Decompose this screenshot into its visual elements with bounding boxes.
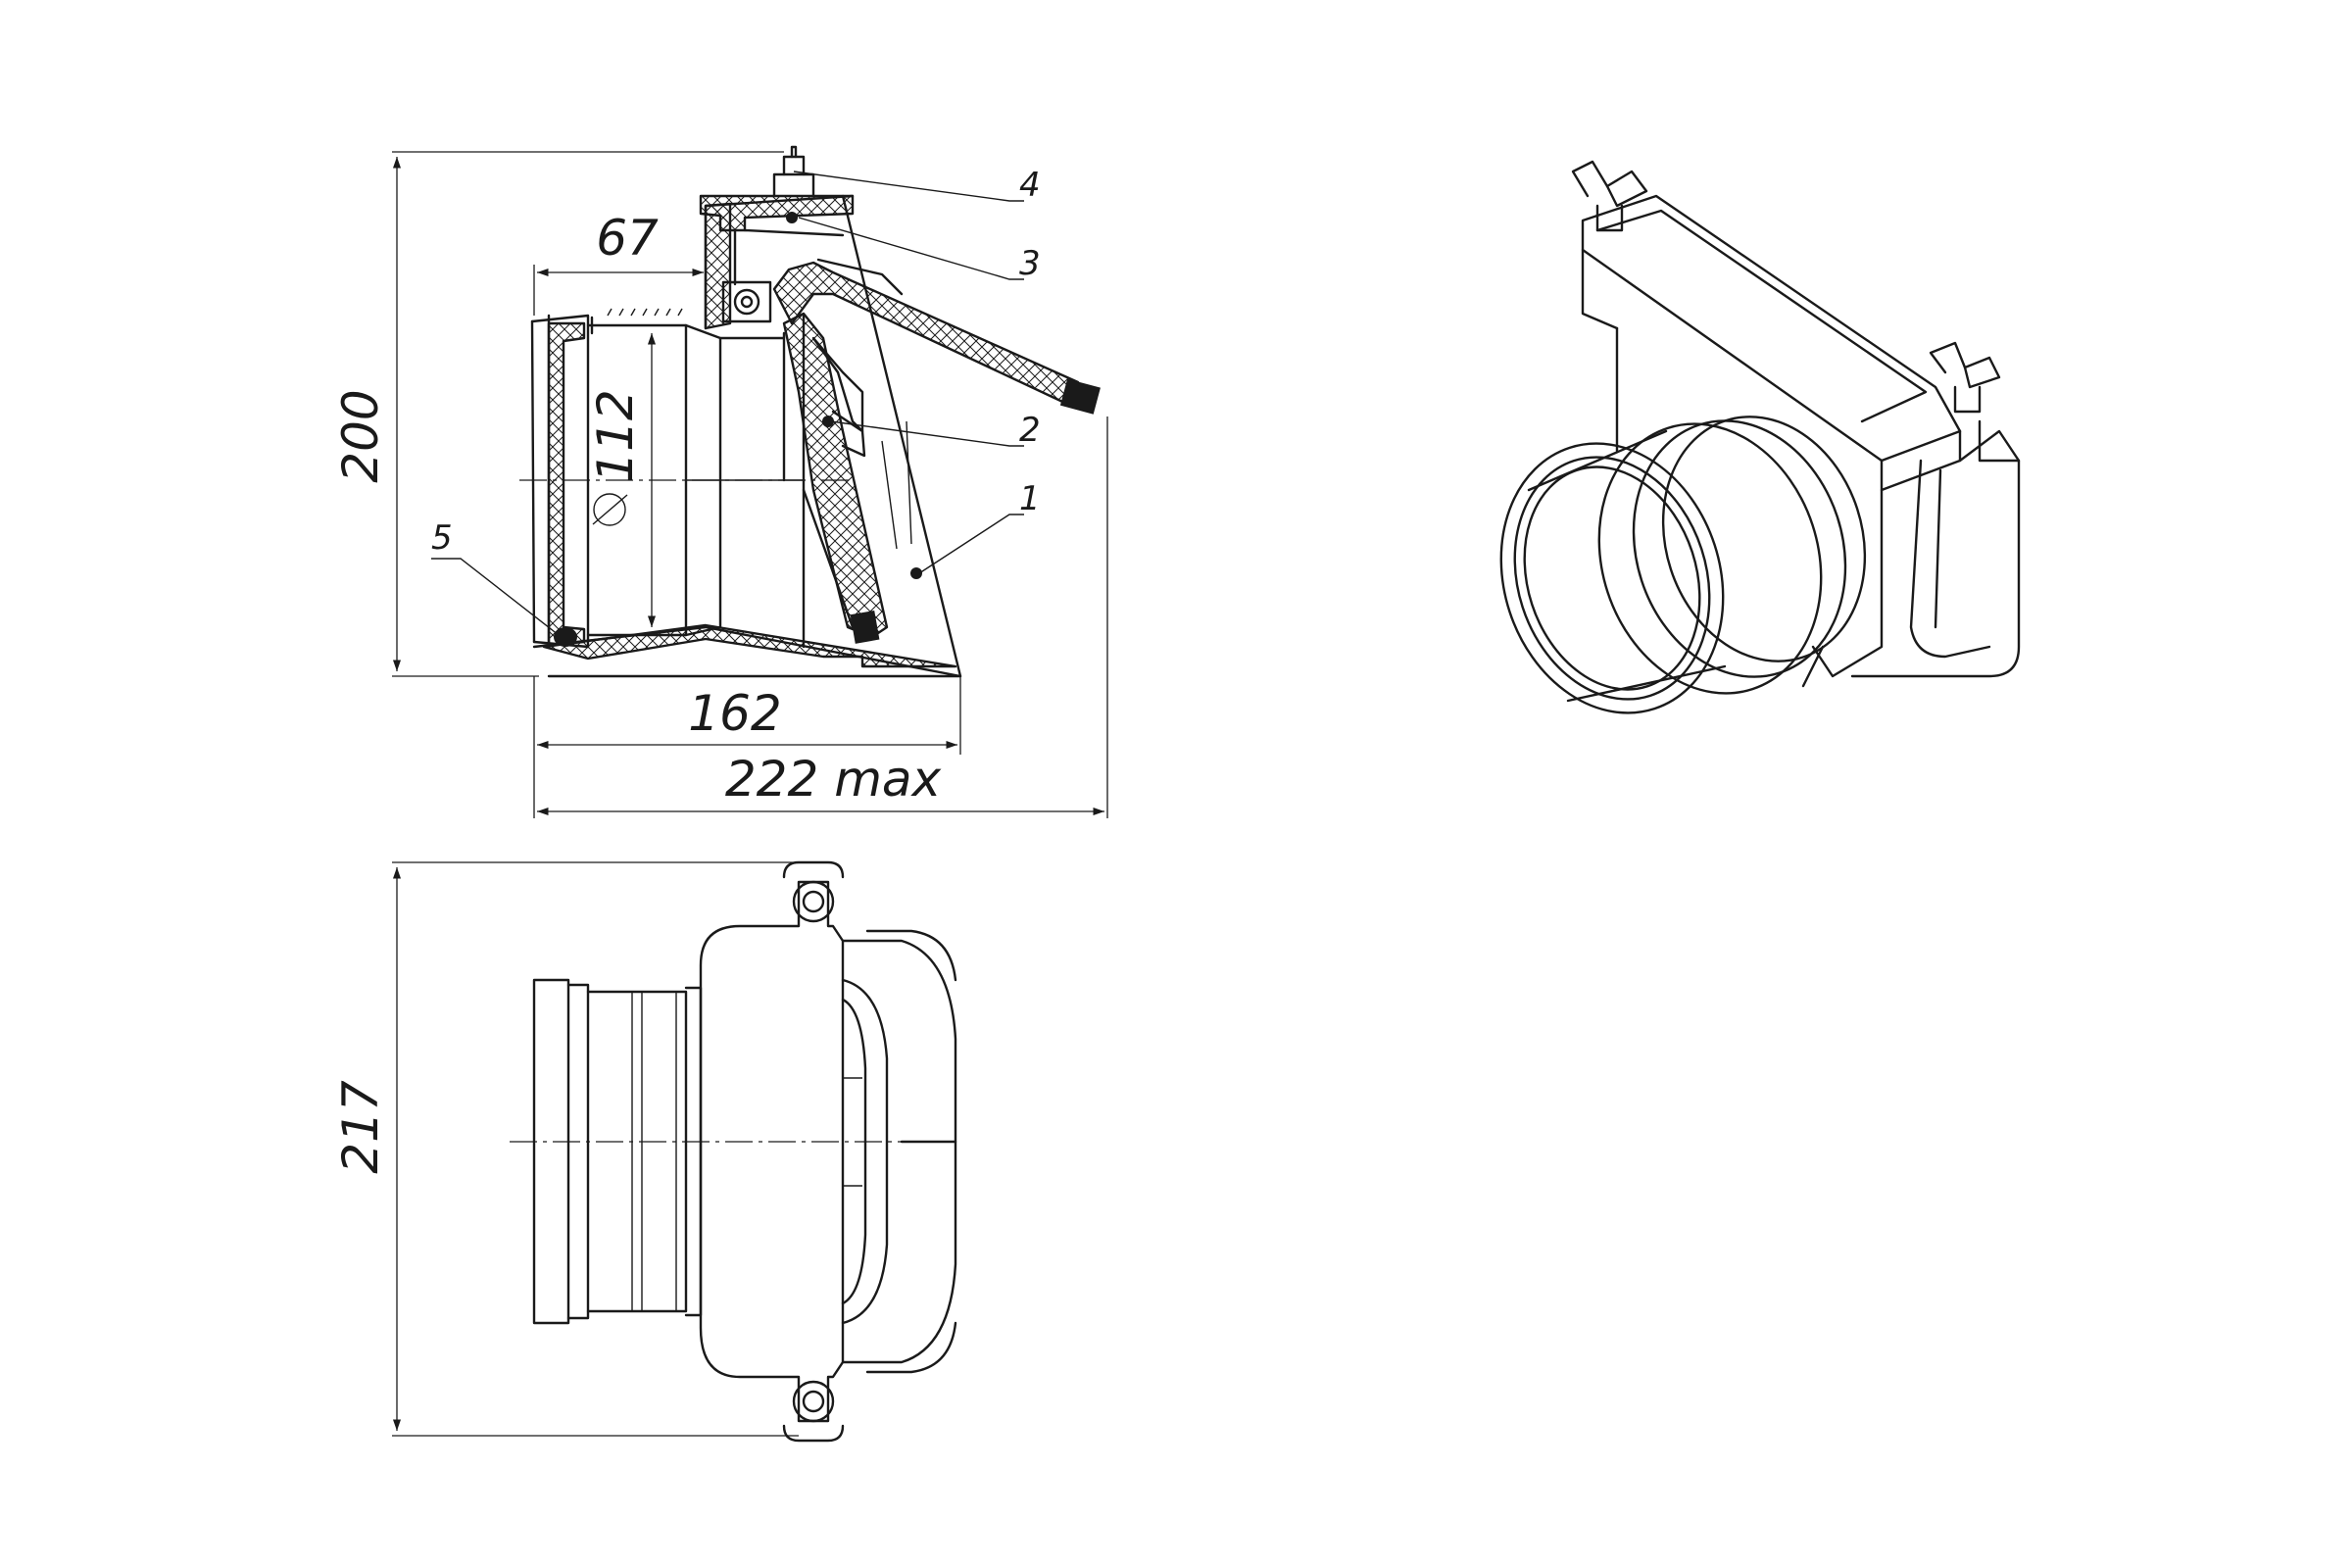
length-dims <box>533 416 1108 818</box>
callout-3: 3 <box>1019 244 1041 283</box>
hinge <box>721 280 772 323</box>
iso-wing-nut-left <box>1571 160 1648 232</box>
bottom-lug <box>782 1380 845 1443</box>
height-label: 200 <box>332 389 389 482</box>
callout-4: 4 <box>1019 166 1041 205</box>
plan-width-label: 217 <box>332 1080 389 1174</box>
plan-view: 217 <box>332 860 957 1443</box>
bore-diameter-dim <box>592 333 657 627</box>
callout-2: 2 <box>1019 411 1041 450</box>
callout-leaders <box>431 171 1024 636</box>
inlet-socket <box>530 308 806 649</box>
housing-body <box>532 194 962 678</box>
socket-depth-label: 67 <box>596 210 659 267</box>
isometric-view <box>1499 160 2021 714</box>
top-lug <box>782 860 845 923</box>
cover <box>699 194 855 286</box>
bore-diameter-label: 112 <box>587 389 644 482</box>
max-length-label: 222 max <box>725 751 942 808</box>
callout-1: 1 <box>1019 479 1041 518</box>
callout-5: 5 <box>431 518 453 558</box>
plan-width-dim <box>392 861 799 1437</box>
flap <box>772 258 1101 644</box>
body-length-label: 162 <box>688 685 781 742</box>
socket-depth-dim <box>533 265 704 316</box>
height-dim <box>392 151 784 677</box>
wing-nut <box>772 145 815 198</box>
side-section-view: 200 67 112 162 222 max 4 3 2 1 5 <box>332 145 1108 818</box>
iso-wing-nut-right <box>1929 341 2001 414</box>
seal-ring <box>547 321 586 647</box>
